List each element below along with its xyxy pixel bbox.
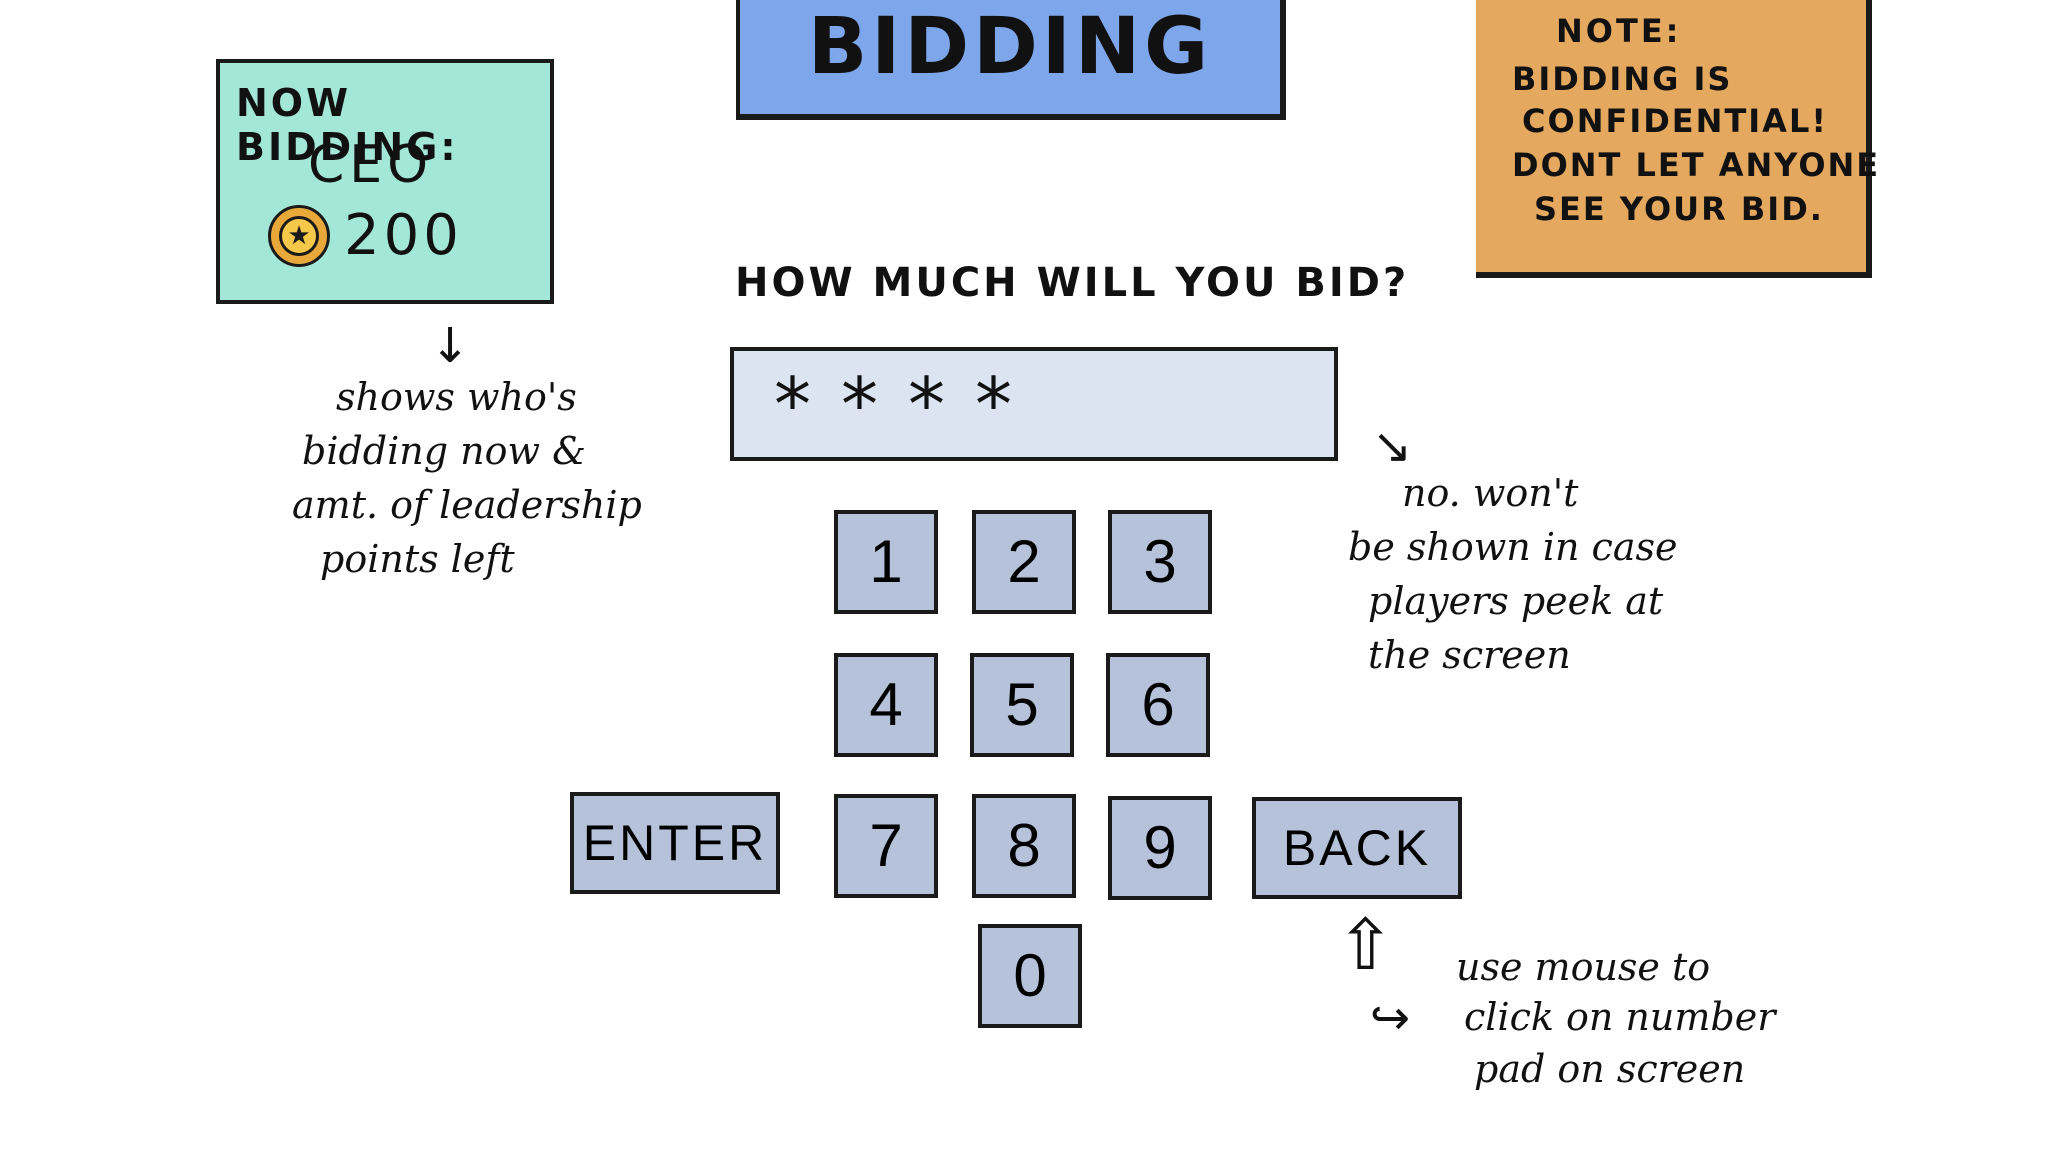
page-title: BIDDING xyxy=(807,2,1213,92)
annotation-line: shows who's xyxy=(336,375,577,419)
annotation-line: points left xyxy=(320,537,515,581)
keypad-key-0[interactable]: 0 xyxy=(978,924,1082,1028)
bid-prompt: HOW MUCH WILL YOU BID? xyxy=(735,260,1410,306)
confidential-note: NOTE: BIDDING IS CONFIDENTIAL! DONT LET … xyxy=(1476,0,1878,278)
annotation-line: no. won't xyxy=(1402,471,1579,515)
note-line: BIDDING IS xyxy=(1512,60,1733,98)
now-bidding-label: NOW BIDDING: xyxy=(236,81,459,169)
arrow-up-icon: ⇧ xyxy=(1336,904,1395,986)
keypad-key-2[interactable]: 2 xyxy=(972,510,1076,614)
note-line: DONT LET ANYONE xyxy=(1512,146,1881,184)
arrow-down-icon: ↓ xyxy=(430,318,471,374)
enter-button[interactable]: ENTER xyxy=(570,792,780,894)
keypad-key-1[interactable]: 1 xyxy=(834,510,938,614)
back-button[interactable]: BACK xyxy=(1252,797,1462,899)
keypad-key-5[interactable]: 5 xyxy=(970,653,1074,757)
bid-input[interactable]: **** xyxy=(730,347,1338,461)
note-title: NOTE: xyxy=(1556,12,1682,50)
note-line: CONFIDENTIAL! xyxy=(1522,102,1828,140)
annotation-line: bidding now & xyxy=(302,429,586,473)
bidder-role: CEO xyxy=(308,135,434,195)
keypad-key-3[interactable]: 3 xyxy=(1108,510,1212,614)
annotation-line: pad on screen xyxy=(1474,1047,1746,1091)
annotation-line: be shown in case xyxy=(1348,525,1678,569)
keypad-key-7[interactable]: 7 xyxy=(834,794,938,898)
annotation-line: amt. of leadership xyxy=(292,483,642,527)
annotation-line: use mouse to xyxy=(1456,945,1711,989)
arrow-curved-icon: ↪ xyxy=(1370,990,1411,1046)
star-coin-icon: ★ xyxy=(268,205,330,267)
keypad-key-9[interactable]: 9 xyxy=(1108,796,1212,900)
leadership-points: 200 xyxy=(344,203,463,268)
keypad-key-6[interactable]: 6 xyxy=(1106,653,1210,757)
keypad-key-4[interactable]: 4 xyxy=(834,653,938,757)
annotation-line: the screen xyxy=(1368,633,1571,677)
annotation-line: click on number xyxy=(1464,995,1776,1039)
keypad-key-8[interactable]: 8 xyxy=(972,794,1076,898)
arrow-curved-icon: ↘ xyxy=(1372,418,1413,474)
note-line: SEE YOUR BID. xyxy=(1534,190,1824,228)
title-banner: BIDDING xyxy=(736,0,1286,120)
annotation-line: players peek at xyxy=(1368,579,1664,623)
now-bidding-panel: NOW BIDDING: CEO ★ 200 xyxy=(216,59,554,304)
